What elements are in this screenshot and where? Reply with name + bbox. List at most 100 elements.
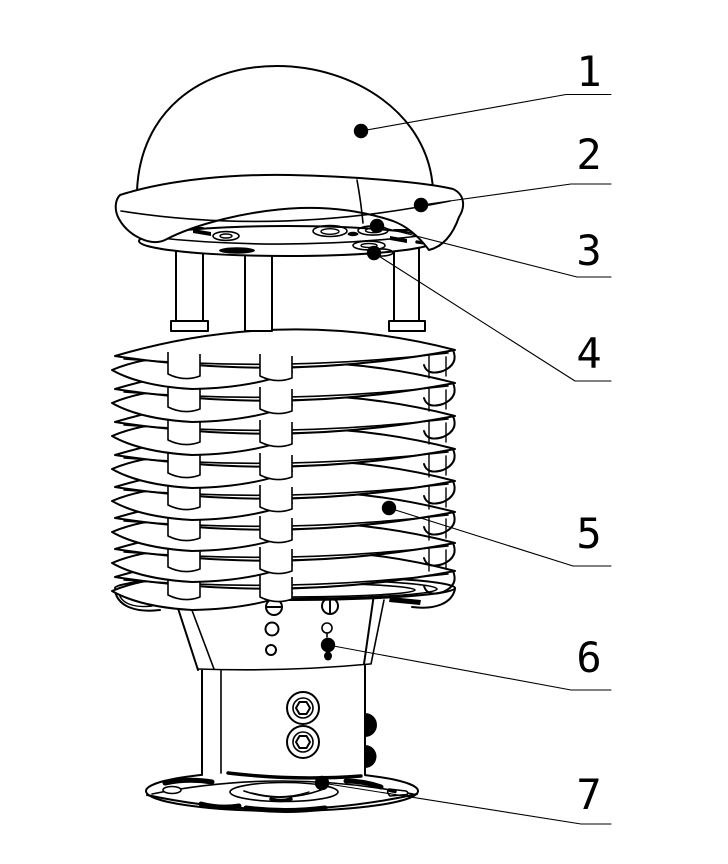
louver-spacer-tab-left	[167, 483, 201, 511]
louver-right-hook	[423, 382, 456, 407]
post-top-clamp-right	[390, 236, 407, 243]
ring-tab-right	[389, 597, 421, 605]
leader-line-1	[360, 93, 612, 132]
plate-dark-slot	[219, 247, 255, 254]
leader-line-4	[373, 252, 612, 382]
callout-1: 1	[353, 47, 612, 139]
sensor-port-a	[312, 224, 348, 238]
louver-plate	[111, 328, 456, 390]
connector-jack-upper	[286, 691, 320, 725]
callout-number-1: 1	[576, 47, 601, 96]
callout-number-4: 4	[576, 329, 601, 378]
port-outer	[212, 230, 240, 242]
leader-line-3	[376, 225, 612, 278]
leader-dot-4	[366, 245, 382, 261]
side-connector-lower	[365, 745, 377, 768]
leader-line-6	[327, 644, 612, 691]
base-slot-bottom-left	[198, 801, 242, 810]
louver-spacer-tab-left	[167, 385, 201, 413]
body-face	[202, 661, 365, 776]
dome-cover	[136, 65, 434, 201]
louver-spacer-tab-left	[167, 352, 201, 380]
callout-number-5: 5	[576, 509, 601, 558]
hood	[114, 65, 465, 251]
top-sensor-plate	[138, 224, 441, 257]
louver-spacer-tab-mid	[259, 516, 293, 544]
neck-face	[178, 590, 386, 670]
port-inner	[360, 242, 378, 249]
brim-seam-line	[120, 200, 451, 223]
post-top-clamp-left	[193, 229, 211, 236]
louver-spacer-tab-mid	[259, 547, 293, 575]
callout-5: 5	[381, 500, 612, 567]
leader-dot-7	[314, 775, 330, 791]
leader-line-7	[321, 782, 612, 825]
base-cable-notch-inner	[251, 791, 310, 798]
indicator-led-small	[265, 644, 277, 656]
base-cable-shadow	[269, 797, 293, 803]
indicator-cluster	[264, 597, 339, 661]
louver-stack	[111, 328, 456, 611]
post-left-foot	[170, 320, 209, 332]
jack-hex	[295, 735, 311, 749]
louver-right-hook	[423, 570, 456, 595]
louver-spacer-tab-left	[167, 451, 201, 479]
sensor-port-b	[347, 231, 359, 237]
indicator-pin	[324, 651, 332, 661]
dome-brim-seam	[356, 179, 364, 224]
mounting-base	[145, 770, 419, 813]
callout-2: 2	[413, 130, 612, 213]
base-slot-bottom-center	[243, 805, 328, 813]
jack-outer	[286, 725, 320, 759]
louver-right-hook	[423, 349, 456, 374]
louver-spacer-tab-mid	[259, 485, 293, 513]
sensor-port-left	[212, 230, 240, 242]
louver-spacer-tab-mid	[259, 420, 293, 448]
louver-spacer-tab-left	[167, 418, 201, 446]
callout-number-7: 7	[576, 770, 601, 819]
jack-ring	[292, 731, 314, 753]
callout-number-3: 3	[576, 226, 601, 275]
louver-right-hook	[423, 511, 456, 536]
louver-right-hook	[423, 480, 456, 505]
indicator-led-mid	[264, 621, 280, 637]
neck-bottom-seam	[197, 663, 371, 671]
louver-spacer-tab-mid	[259, 453, 293, 481]
louver-spacer-tab-mid	[259, 387, 293, 415]
leader-line-2	[420, 183, 612, 206]
callout-6: 6	[320, 633, 612, 691]
post-right-foot	[388, 320, 426, 332]
neck-frustum	[173, 590, 386, 671]
louver-right-hook	[423, 542, 456, 567]
base-bolt-slot-mark	[388, 788, 397, 794]
leader-line-5	[388, 507, 612, 567]
ring-underside-left	[114, 590, 161, 612]
callout-number-6: 6	[576, 633, 601, 682]
leader-dot-5	[381, 500, 397, 516]
louver-spacer-tab-mid	[259, 575, 293, 603]
brim-ring	[114, 173, 465, 251]
callout-3: 3	[369, 218, 612, 278]
leader-dot-3	[369, 218, 385, 234]
post-middle	[244, 251, 273, 332]
connector-jack-lower	[286, 725, 320, 759]
callout-7: 7	[314, 770, 612, 825]
leader-dot-6	[320, 637, 336, 653]
leader-dot-2	[413, 197, 429, 213]
louver-spacer-tab-mid	[259, 354, 293, 382]
jack-ring	[292, 697, 314, 719]
louver-right-hook	[423, 448, 456, 473]
side-connector-upper	[365, 713, 377, 737]
callout-number-2: 2	[576, 130, 601, 179]
port-inner	[320, 227, 340, 235]
ring-underside-left-inner	[118, 593, 153, 608]
port-inner	[219, 233, 233, 239]
base-slot-right	[343, 778, 384, 790]
port-outer	[312, 224, 348, 238]
jack-hex	[295, 701, 311, 715]
body-bottom-shadow	[226, 771, 363, 780]
ring-underside-right	[411, 588, 456, 609]
callouts: 1 2 3 4 5 6 7	[314, 47, 612, 825]
